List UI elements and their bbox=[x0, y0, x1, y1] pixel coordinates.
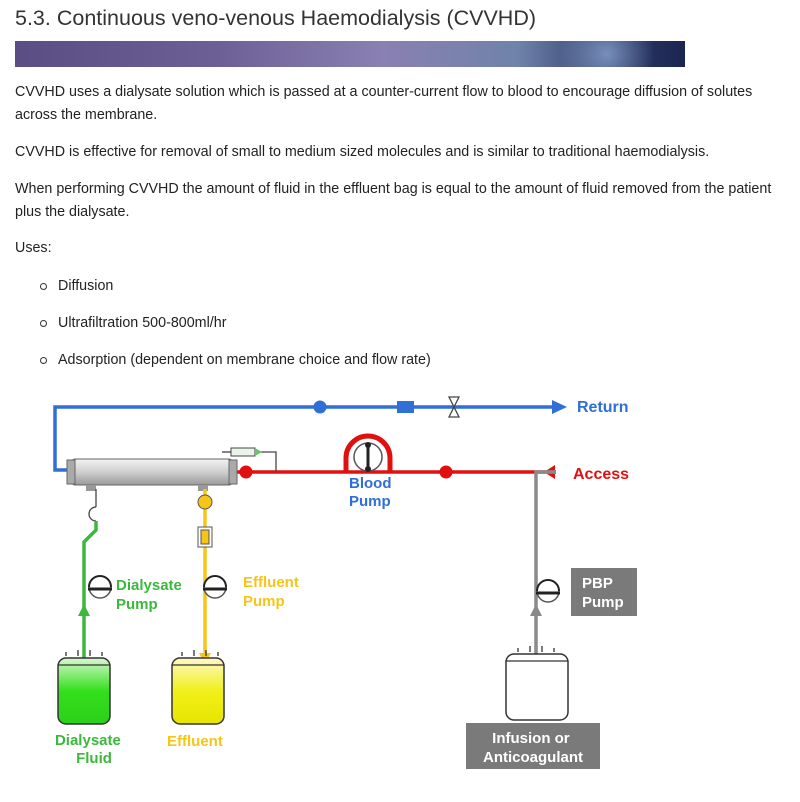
effluent-label: Effluent bbox=[167, 733, 223, 750]
paragraph-intro: CVVHD uses a dialysate solution which is… bbox=[15, 84, 753, 123]
paragraph-effluent: When performing CVVHD the amount of flui… bbox=[15, 181, 772, 220]
paragraph-effectiveness: CVVHD is effective for removal of small … bbox=[15, 144, 710, 160]
dialysate-fluid-label: Dialysate Fluid bbox=[55, 732, 125, 767]
effluent-bag-icon bbox=[171, 650, 225, 725]
infusion-bag-icon bbox=[505, 646, 569, 721]
list-item: Adsorption (dependent on membrane choice… bbox=[40, 352, 431, 368]
list-item: Ultrafiltration 500-800ml/hr bbox=[40, 315, 226, 331]
page-title: 5.3. Continuous veno-venous Haemodialysi… bbox=[15, 6, 537, 30]
cvvhd-circuit-diagram: Return Access Blood Pump bbox=[53, 396, 637, 769]
effluent-pump-label: Effluent Pump bbox=[243, 574, 303, 610]
return-line bbox=[53, 396, 567, 472]
dialysate-line bbox=[78, 489, 112, 665]
return-label: Return bbox=[577, 399, 629, 416]
infusion-label: Infusion or Anticoagulant bbox=[483, 730, 583, 766]
dialysis-filter-icon bbox=[66, 458, 238, 491]
pbp-line bbox=[530, 470, 560, 655]
dialysate-bag-icon bbox=[57, 650, 111, 725]
infusion-box bbox=[466, 723, 600, 769]
pbp-pump-box bbox=[571, 568, 637, 616]
dialysate-pump-label: Dialysate Pump bbox=[116, 577, 186, 613]
access-line bbox=[233, 465, 556, 479]
uses-label: Uses: bbox=[15, 240, 52, 256]
blood-pump-icon bbox=[343, 433, 393, 472]
syringe-icon bbox=[222, 447, 277, 472]
access-label: Access bbox=[573, 466, 629, 483]
effluent-line bbox=[197, 489, 227, 665]
pbp-pump-label: PBP Pump bbox=[582, 575, 624, 611]
blood-pump-label: Blood Pump bbox=[349, 475, 396, 510]
header-banner bbox=[15, 41, 685, 67]
list-item: Diffusion bbox=[40, 278, 113, 294]
